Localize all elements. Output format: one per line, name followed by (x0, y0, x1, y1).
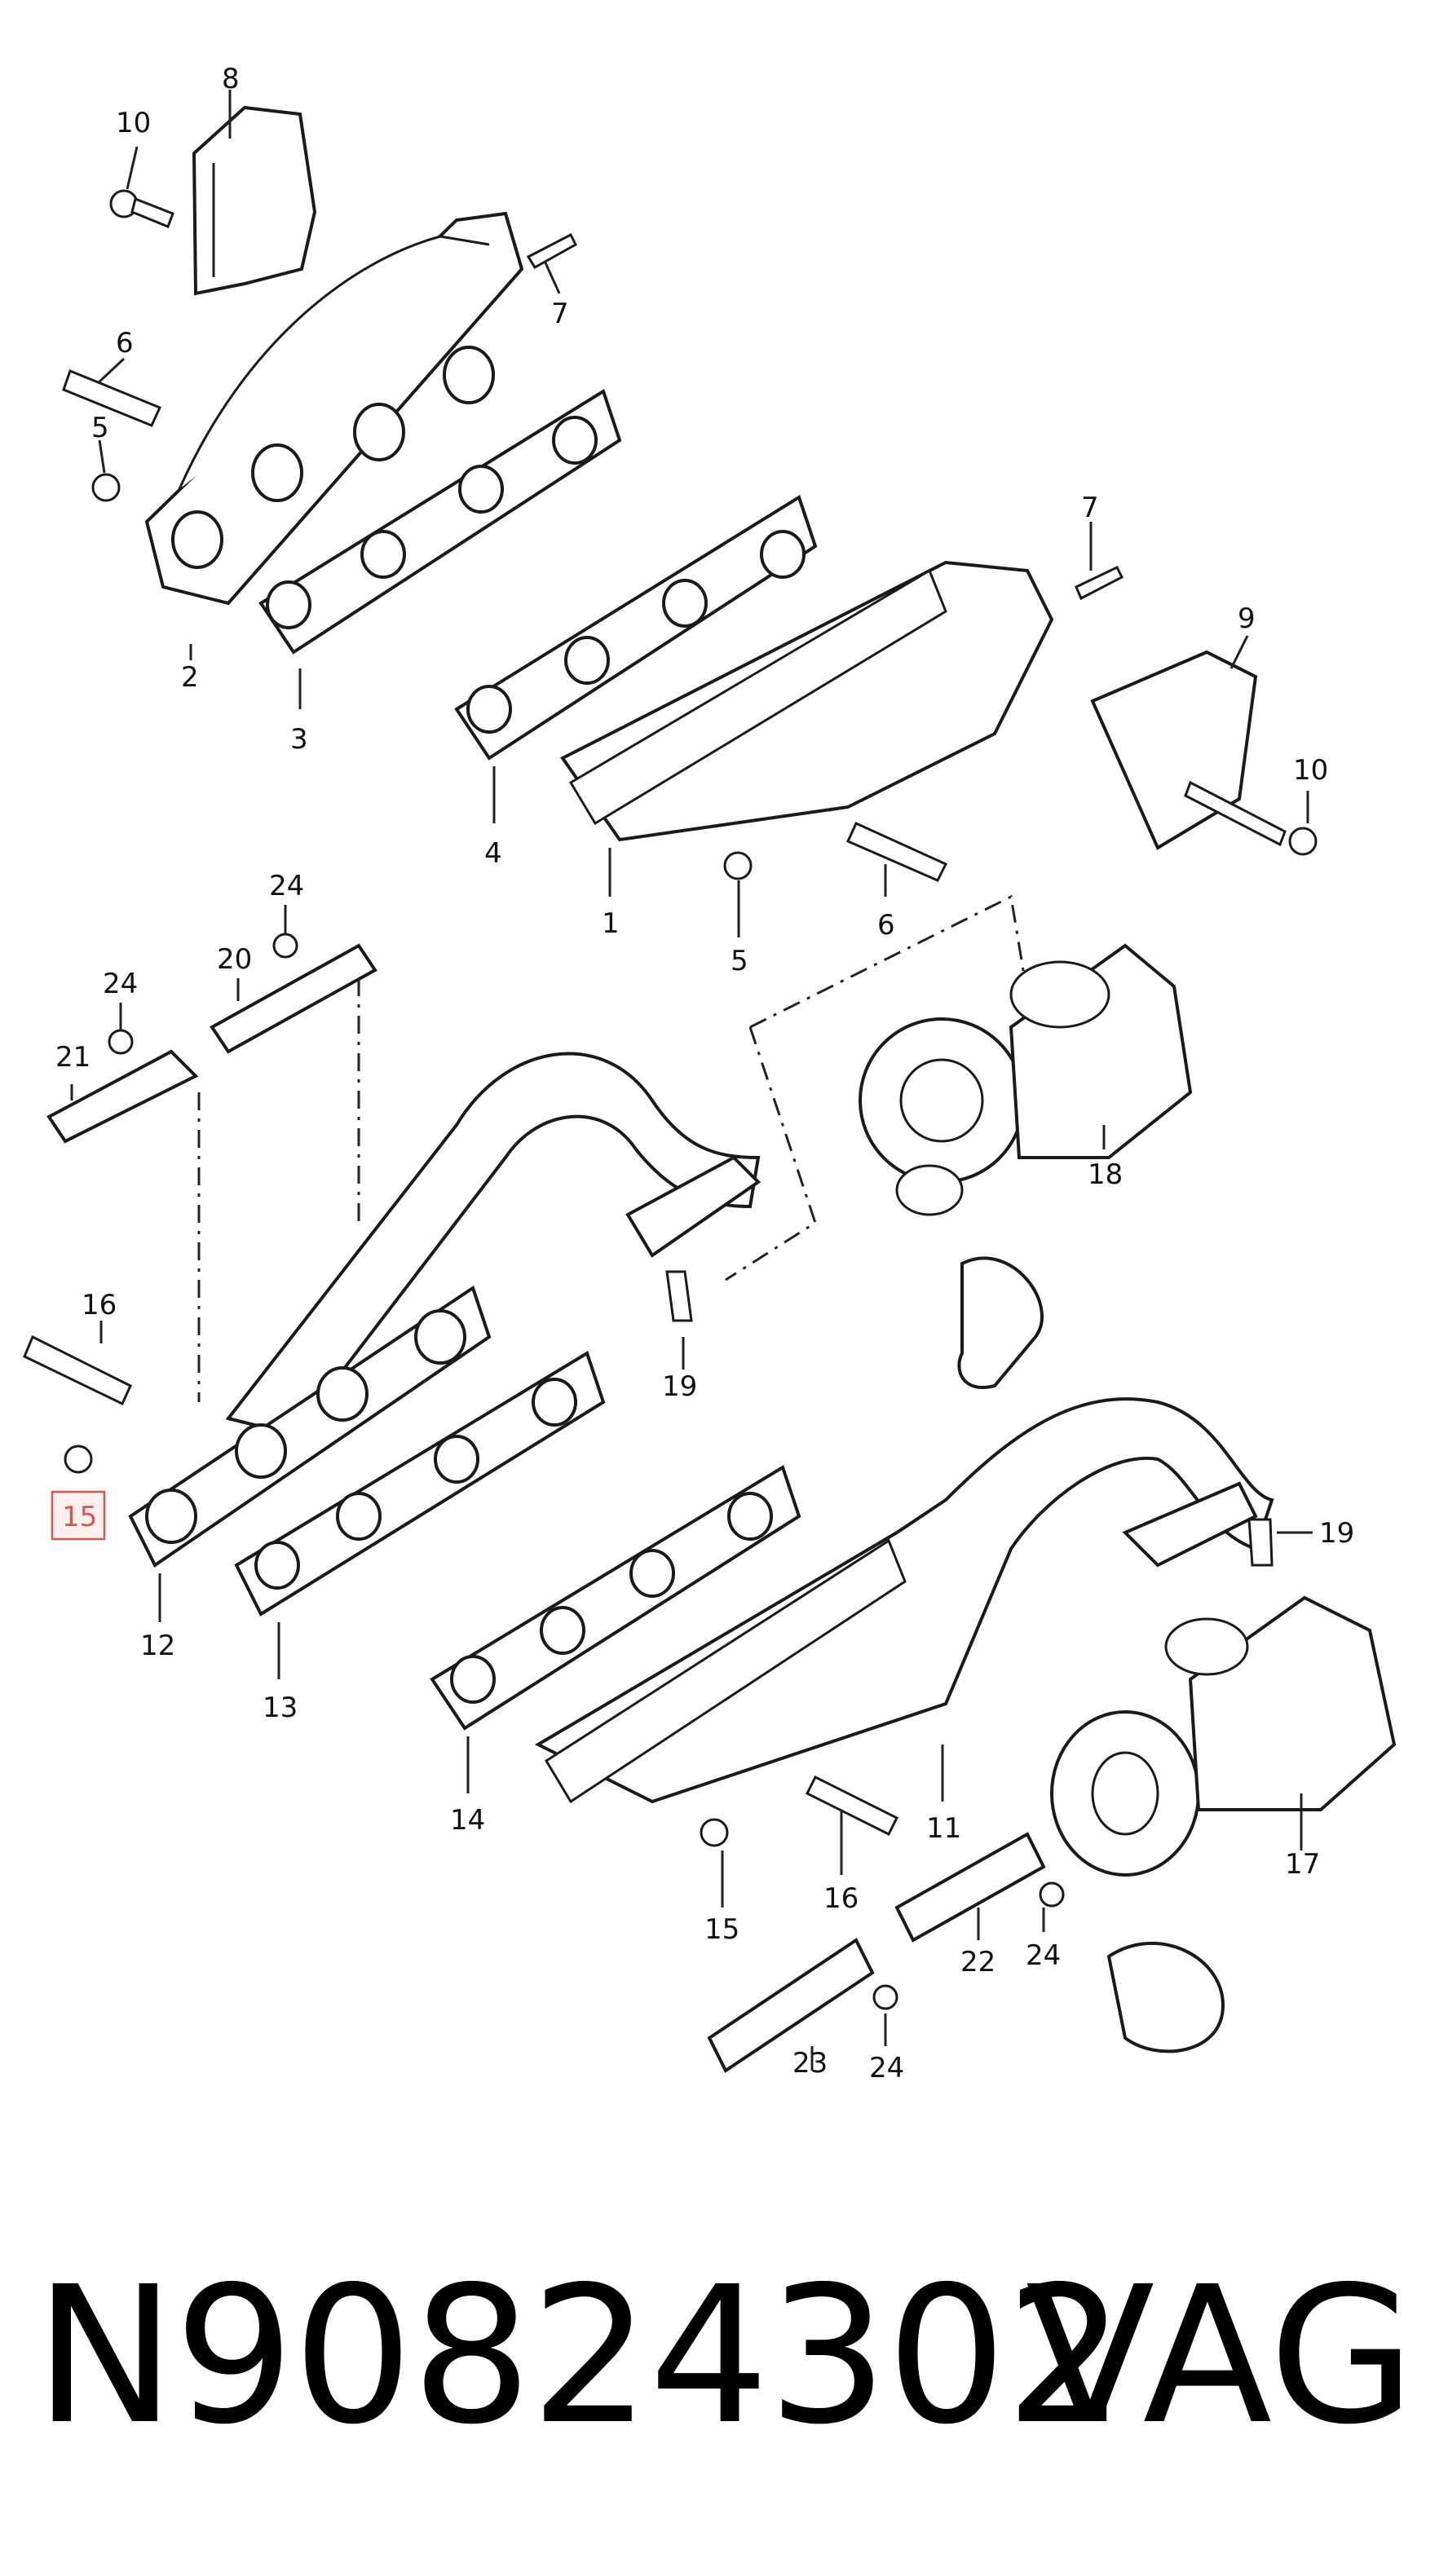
gasket-upper-left (258, 388, 622, 655)
manifold-12-ports (145, 1309, 466, 1544)
flange-19-upper (625, 1155, 762, 1258)
dashed-link-upper (749, 894, 1029, 1029)
callout-12: 12 (140, 1630, 175, 1662)
manifold-11-flange (544, 1538, 907, 1804)
bracket-22 (894, 1832, 1046, 1943)
callout-20: 20 (217, 943, 252, 976)
nut-24-d (872, 1984, 898, 2010)
callout-5-upper: 5 (91, 412, 109, 444)
callout-6-lower: 6 (877, 909, 895, 942)
stud-upper (526, 232, 577, 270)
callout-16-lower: 16 (823, 1882, 859, 1915)
callout-10-lower: 10 (1293, 754, 1328, 787)
nut-24-a (272, 933, 298, 959)
gasket-13 (234, 1350, 606, 1617)
callout-19-lower: 19 (1319, 1517, 1354, 1550)
gasket-upper-right-ports (466, 530, 806, 734)
leader-lines (70, 90, 1313, 2071)
callout-4: 4 (484, 837, 502, 870)
gasket-13-ports (254, 1378, 577, 1590)
bracket-21 (46, 1049, 199, 1144)
bracket-20 (210, 943, 377, 1054)
callout-19-upper: 19 (662, 1370, 697, 1403)
callout-18: 18 (1088, 1158, 1123, 1191)
manifold-12 (128, 1285, 492, 1568)
bolt-upper-left (109, 189, 174, 228)
nut-5-right (723, 851, 753, 880)
callout-23: 23 (792, 2047, 828, 2080)
callout-10-upper: 10 (116, 107, 151, 139)
stud-19-upper (665, 1270, 693, 1322)
nut-5-left (91, 473, 121, 502)
nut-15-lower (700, 1818, 729, 1847)
callout-6-upper: 6 (116, 327, 134, 359)
exploded-parts-diagram: 8 10 7 6 5 2 3 4 1 5 6 7 9 10 18 24 20 2… (23, 63, 1397, 2084)
stud-6-left (62, 369, 162, 427)
callout-2: 2 (181, 661, 199, 694)
stud-19-lower (1247, 1518, 1274, 1567)
callout-15-highlighted: 15 (62, 1501, 97, 1533)
callout-16-upper: 16 (82, 1289, 117, 1321)
callout-11: 11 (926, 1812, 961, 1845)
turbocharger-upper (859, 943, 1193, 1389)
callout-3: 3 (290, 723, 308, 756)
callout-5-lower: 5 (731, 945, 748, 977)
callout-7-upper: 7 (551, 298, 569, 330)
stud-16-lower (805, 1775, 899, 1837)
callout-7-lower: 7 (1081, 492, 1099, 524)
flange-19-lower (1122, 1481, 1258, 1568)
gasket-upper-right (454, 494, 818, 761)
callout-22: 22 (960, 1946, 996, 1978)
nut-15-left (64, 1445, 93, 1474)
dashed-link-upper-2 (725, 1026, 817, 1281)
brand-name: VAG (1025, 2246, 1415, 2466)
callout-15-lower: 15 (704, 1913, 739, 1946)
heat-shield-upper-left (192, 105, 317, 296)
callout-9: 9 (1238, 602, 1256, 635)
stud-upper-right (1075, 566, 1124, 601)
manifold-upper-left-body (178, 235, 490, 490)
gasket-14-ports (450, 1492, 773, 1704)
bracket-23 (707, 1938, 875, 2073)
manifold-upper-left-ports (171, 346, 495, 569)
callout-24-c: 24 (1026, 1939, 1061, 1972)
stud-16-left (23, 1334, 132, 1406)
exhaust-pipe-middle (225, 1052, 761, 1437)
callout-17: 17 (1285, 1848, 1320, 1881)
callout-1: 1 (602, 907, 620, 940)
manifold-upper-right-flange (568, 568, 947, 826)
nut-24-b (108, 1029, 134, 1055)
bolt-right (1184, 780, 1318, 856)
gasket-14 (430, 1464, 801, 1731)
stud-6-right (846, 822, 948, 882)
part-number: N90824302 (34, 2246, 1125, 2466)
turbocharger-lower (1050, 1595, 1397, 2053)
nut-24-c (1039, 1881, 1065, 1908)
callout-24-d: 24 (869, 2052, 904, 2084)
gasket-upper-left-ports (266, 416, 598, 629)
callout-8: 8 (222, 63, 240, 95)
manifold-upper-left (144, 211, 524, 606)
callout-24-b: 24 (103, 968, 138, 1000)
footer: N90824302 VAG (0, 2234, 1448, 2527)
highlight-box (51, 1490, 106, 1541)
callout-21: 21 (55, 1041, 90, 1074)
callout-14: 14 (450, 1804, 485, 1837)
callout-24-a: 24 (269, 870, 304, 902)
callout-13: 13 (263, 1692, 298, 1724)
